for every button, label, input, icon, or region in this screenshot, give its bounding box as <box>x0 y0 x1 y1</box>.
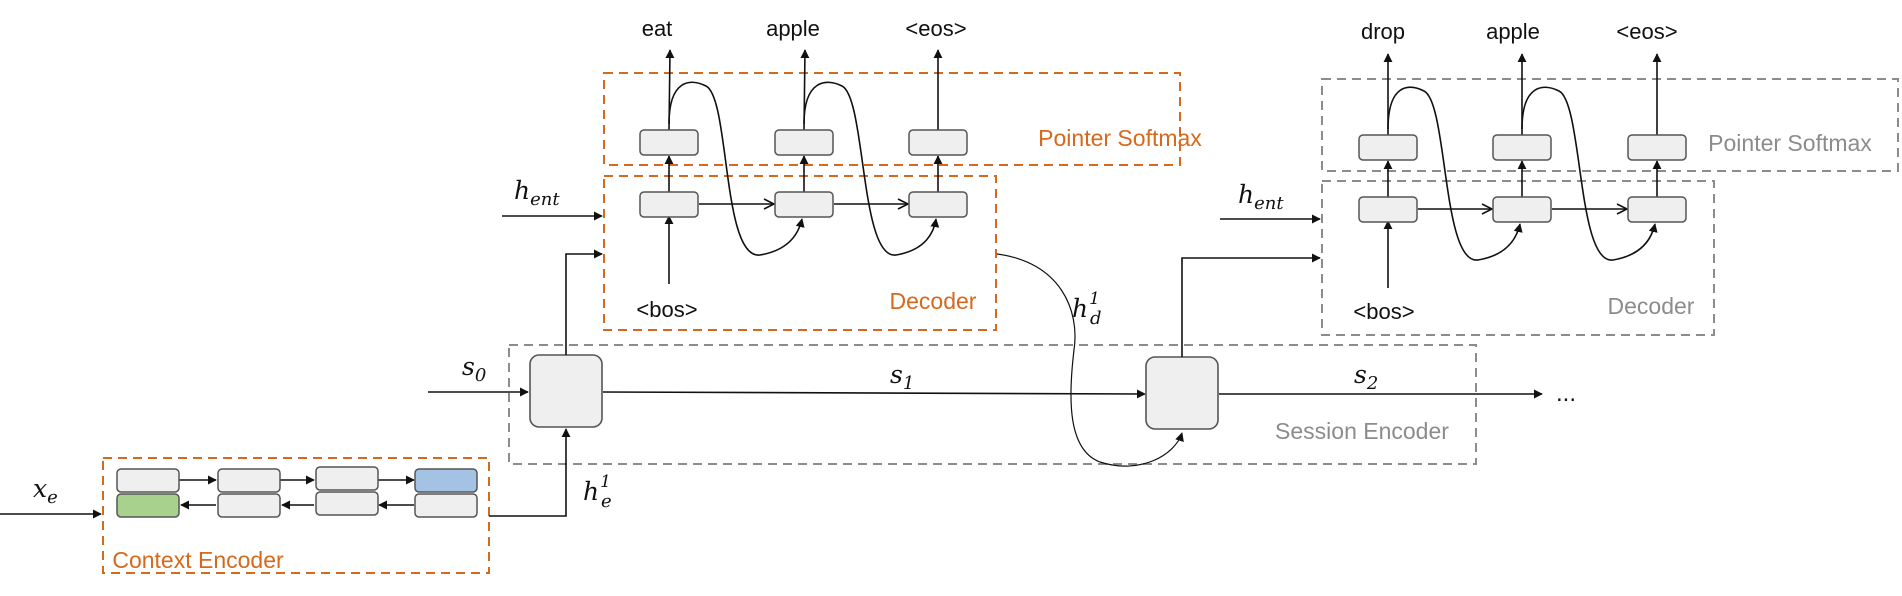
session-encoder-box <box>508 344 1477 465</box>
continuation-ellipsis: ... <box>1556 380 1576 407</box>
decoder-cell-1-2 <box>774 191 834 218</box>
pointer-softmax-label-2: Pointer Softmax <box>1708 130 1872 156</box>
feedback-loop-2-1 <box>1387 86 1523 261</box>
decoder-block-1: Pointer Softmax Decoder eat apple <eos> … <box>502 16 1202 331</box>
context-cell-fwd-1 <box>116 468 180 493</box>
decoder-cell-1-1 <box>639 191 699 218</box>
context-cell-fwd-2 <box>217 468 281 493</box>
decoder-label-1: Decoder <box>890 288 977 314</box>
decoder-cell-2-2 <box>1492 196 1552 223</box>
softmax-cell-2-3 <box>1627 134 1687 161</box>
context-cell-fwd-final <box>414 468 478 493</box>
softmax-cell-1-1 <box>639 129 699 156</box>
context-cell-fwd-3 <box>315 466 379 491</box>
h-ent-label-1: hent <box>514 176 560 210</box>
output-word-1-2: apple <box>766 16 820 41</box>
decoder-box-1 <box>603 175 997 331</box>
context-cell-bwd-3 <box>315 491 379 516</box>
decoder-cell-2-3 <box>1627 196 1687 223</box>
context-cell-bwd-4 <box>414 493 478 518</box>
h-ent-label-2: hent <box>1238 180 1284 214</box>
arrow-node1-decoder1 <box>565 249 603 355</box>
arrow-hd1 <box>996 253 1184 467</box>
session-node-1 <box>529 354 603 428</box>
pointer-softmax-box-1 <box>603 72 1181 166</box>
session-node-2 <box>1145 356 1219 430</box>
pointer-softmax-label-1: Pointer Softmax <box>1038 125 1202 151</box>
feedback-loop-1-2 <box>803 81 940 256</box>
feedback-loop-1-1 <box>668 81 805 256</box>
arrow-he1 <box>489 428 571 517</box>
context-cell-bwd-2 <box>217 493 281 518</box>
output-word-2-1: drop <box>1361 19 1405 44</box>
output-word-1-1: eat <box>642 16 673 41</box>
context-encoder-label: Context Encoder <box>112 547 284 573</box>
softmax-cell-1-2 <box>774 129 834 156</box>
softmax-cell-2-1 <box>1358 134 1418 161</box>
feedback-loop-2-2 <box>1521 86 1658 261</box>
pointer-softmax-box-2 <box>1321 78 1899 172</box>
decoder-cell-2-1 <box>1358 196 1418 223</box>
arrow-node2-decoder2 <box>1181 253 1321 357</box>
decoder-block-2: Pointer Softmax Decoder drop apple <eos>… <box>1220 19 1899 336</box>
decoder-box-2 <box>1321 180 1715 336</box>
s2-label: s2 <box>1354 360 1378 394</box>
context-cell-bwd-final <box>116 493 180 518</box>
softmax-cell-2-2 <box>1492 134 1552 161</box>
xe-label: xe <box>33 474 58 508</box>
arrow-s1 <box>602 389 1146 399</box>
s1-label: s1 <box>890 360 914 394</box>
decoder-label-2: Decoder <box>1608 293 1695 319</box>
s0-label: s0 <box>462 352 486 386</box>
softmax-cell-1-3 <box>908 129 968 156</box>
input-token-1: <bos> <box>636 297 697 322</box>
output-word-1-3: <eos> <box>905 16 966 41</box>
output-word-2-3: <eos> <box>1616 19 1677 44</box>
decoder-cell-1-3 <box>908 191 968 218</box>
output-word-2-2: apple <box>1486 19 1540 44</box>
session-encoder-label: Session Encoder <box>1275 418 1449 444</box>
input-token-2: <bos> <box>1353 299 1414 324</box>
